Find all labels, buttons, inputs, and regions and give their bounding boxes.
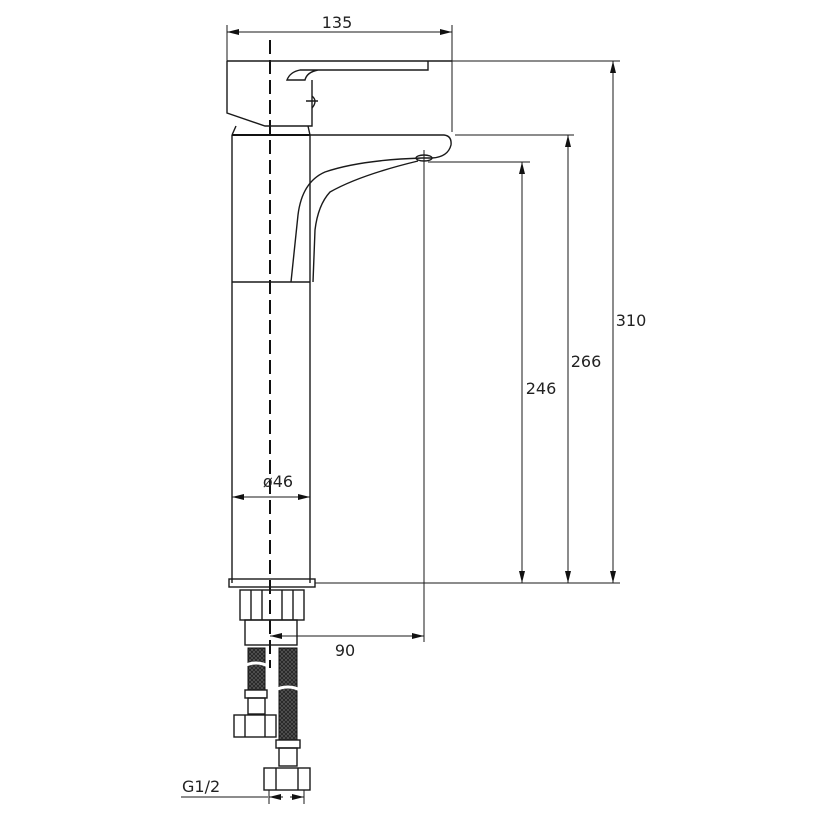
handle <box>226 60 452 127</box>
hose-left <box>247 647 266 691</box>
dim-connection: G1/2 <box>181 777 305 804</box>
dim-reach-label: 90 <box>335 641 355 660</box>
dim-connection-label: G1/2 <box>182 777 220 796</box>
extension-lines <box>315 60 620 584</box>
body <box>228 134 452 588</box>
dim-spout-height-label: 266 <box>571 352 602 371</box>
dim-outlet-height-label: 246 <box>526 379 557 398</box>
dim-diameter-label: ø46 <box>263 472 293 491</box>
dim-width-label: 135 <box>322 13 353 32</box>
collar <box>231 125 311 136</box>
dim-total-height-label: 310 <box>616 311 647 330</box>
hose-right <box>278 647 298 741</box>
connectors <box>233 589 311 791</box>
dim-width: 135 <box>226 13 453 132</box>
